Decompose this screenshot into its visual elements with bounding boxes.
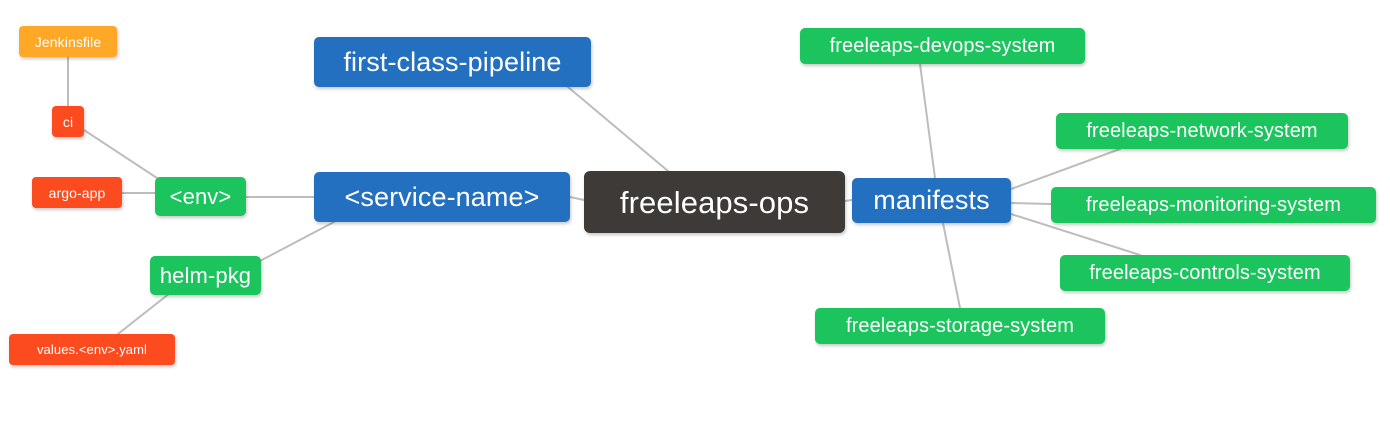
node-label: helm-pkg: [159, 262, 252, 288]
node-label: first-class-pipeline: [343, 46, 562, 77]
mindmap-node-first-class-pipeline[interactable]: first-class-pipeline: [314, 37, 591, 87]
mindmap-node-freeleaps-network-system[interactable]: freeleaps-network-system: [1056, 113, 1348, 149]
edge-service-name-to-helm-pkg: [257, 221, 335, 263]
node-label: freeleaps-devops-system: [829, 35, 1056, 57]
node-label: freeleaps-controls-system: [1089, 262, 1321, 284]
mindmap-node-freeleaps-ops[interactable]: freeleaps-ops: [584, 171, 845, 233]
edge-manifests-to-freeleaps-devops-system: [919, 63, 936, 179]
mindmap-node-ci[interactable]: ci: [52, 106, 84, 137]
edge-manifests-to-freeleaps-storage-system: [942, 222, 961, 309]
node-label: freeleaps-storage-system: [845, 315, 1075, 337]
edge-first-class-pipeline-to-freeleaps-ops: [567, 86, 669, 172]
mindmap-node-service-name[interactable]: <service-name>: [314, 172, 570, 222]
mindmap-node-values-env-yaml[interactable]: values.<env>.yaml: [9, 334, 175, 365]
edge-manifests-to-freeleaps-network-system: [1010, 148, 1121, 190]
node-label: Jenkinsfile: [34, 33, 102, 50]
node-label: argo-app: [48, 184, 106, 201]
node-label: manifests: [873, 185, 990, 215]
mindmap-node-argo-app[interactable]: argo-app: [32, 177, 122, 208]
mindmap-node-freeleaps-monitoring-system[interactable]: freeleaps-monitoring-system: [1051, 187, 1376, 223]
node-label: freeleaps-network-system: [1086, 120, 1318, 142]
node-label: <service-name>: [344, 181, 540, 212]
mindmap-node-helm-pkg[interactable]: helm-pkg: [150, 256, 261, 295]
mindmap-node-env[interactable]: <env>: [155, 177, 246, 216]
mindmap-node-jenkinsfile[interactable]: Jenkinsfile: [19, 26, 117, 57]
edge-ci-to-env: [83, 129, 161, 181]
edge-freeleaps-ops-to-manifests: [844, 199, 853, 202]
node-label: values.<env>.yaml: [36, 342, 148, 357]
mindmap-node-manifests[interactable]: manifests: [852, 178, 1011, 223]
edge-service-name-to-freeleaps-ops: [569, 196, 585, 201]
node-label: freeleaps-monitoring-system: [1085, 194, 1341, 216]
mindmap-node-freeleaps-storage-system[interactable]: freeleaps-storage-system: [815, 308, 1105, 344]
node-label: freeleaps-ops: [619, 184, 810, 220]
node-label: <env>: [169, 183, 232, 209]
edge-manifests-to-freeleaps-monitoring-system: [1010, 202, 1052, 205]
mindmap-node-freeleaps-controls-system[interactable]: freeleaps-controls-system: [1060, 255, 1350, 291]
edge-helm-pkg-to-values-env-yaml: [117, 292, 171, 335]
mindmap-node-freeleaps-devops-system[interactable]: freeleaps-devops-system: [800, 28, 1085, 64]
node-label: ci: [62, 113, 74, 130]
